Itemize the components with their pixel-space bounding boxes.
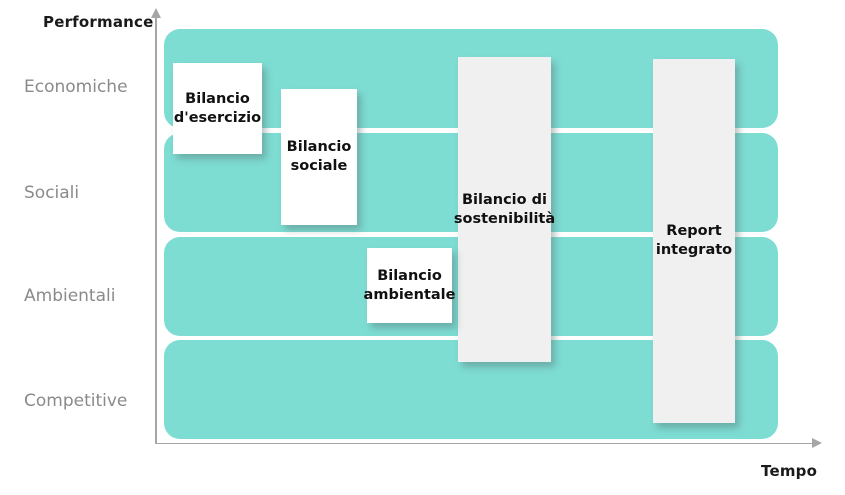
document-box-label: Bilancio sociale xyxy=(287,138,352,175)
row-label-sociali: Sociali xyxy=(24,183,80,203)
document-box-bilancio-ambientale[interactable]: Bilancio ambientale xyxy=(364,248,455,323)
row-label-ambientali: Ambientali xyxy=(24,286,116,306)
document-box-bilancio-sociale[interactable]: Bilancio sociale xyxy=(281,89,357,225)
document-box-label-line: Bilancio xyxy=(185,90,250,107)
document-box-bilancio-desercizio[interactable]: Bilancio d'esercizio xyxy=(173,63,262,154)
x-axis-arrow-icon xyxy=(812,438,822,448)
x-axis-title: Tempo xyxy=(761,462,818,480)
document-box-label: Report integrato xyxy=(656,222,732,259)
document-box-label-line: ambientale xyxy=(363,286,456,303)
document-box-label: Bilancio di sostenibilità xyxy=(454,191,555,228)
y-axis-title: Performance xyxy=(43,13,154,31)
document-box-label-line: integrato xyxy=(655,242,733,258)
document-box-report-integrato[interactable]: Report integrato xyxy=(653,59,735,423)
document-box-label-line: sostenibilità xyxy=(453,210,556,227)
document-box-label-line: d'esercizio xyxy=(173,109,262,126)
document-box-label-line: Bilancio di xyxy=(461,191,548,208)
document-box-label-line: Bilancio xyxy=(377,267,442,284)
document-box-label-line: sociale xyxy=(290,158,348,174)
document-box-label: Bilancio ambientale xyxy=(364,267,456,304)
y-axis-line xyxy=(155,16,157,444)
row-label-competitive: Competitive xyxy=(24,391,128,411)
x-axis-line xyxy=(155,442,814,445)
row-label-economiche: Economiche xyxy=(24,77,128,97)
document-box-label-line: Bilancio xyxy=(286,139,352,156)
document-box-label-line: Report xyxy=(666,223,722,240)
document-box-label: Bilancio d'esercizio xyxy=(174,90,261,127)
y-axis-arrow-icon xyxy=(150,8,161,18)
document-box-bilancio-di-sostenibilita[interactable]: Bilancio di sostenibilità xyxy=(454,57,555,362)
